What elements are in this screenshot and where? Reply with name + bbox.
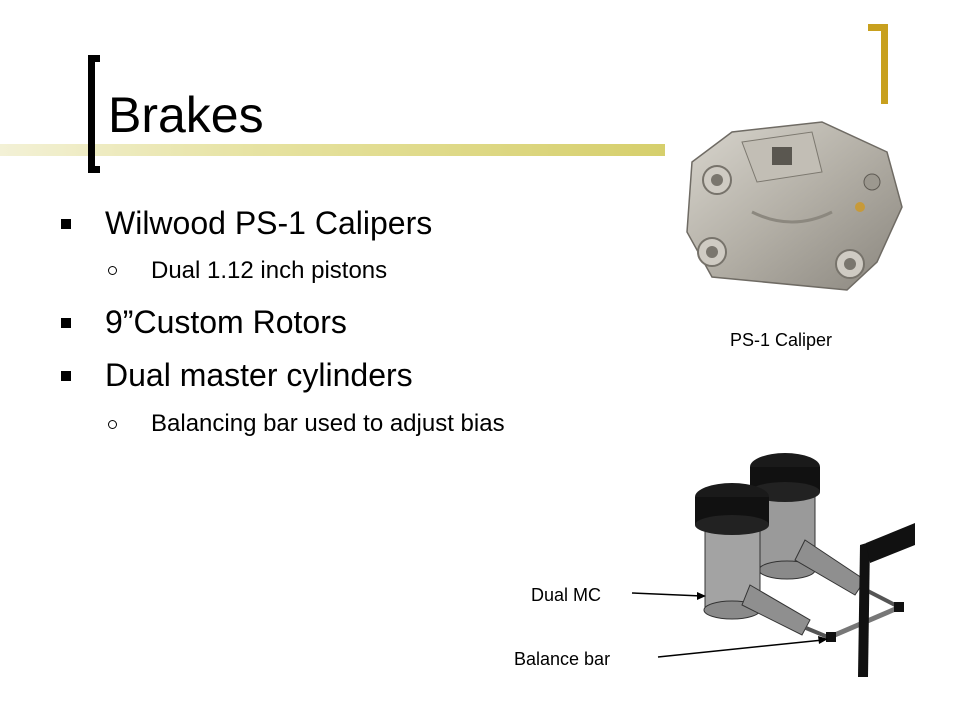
- slide-title: Brakes: [108, 87, 264, 143]
- bullet-calipers: Wilwood PS-1 Calipers: [105, 205, 433, 241]
- dual-mc-label: Dual MC: [531, 585, 602, 605]
- circle-bullet-icon: [108, 266, 117, 275]
- subbullet-pistons: Dual 1.12 inch pistons: [151, 257, 388, 284]
- square-bullet-icon: [61, 318, 71, 328]
- master-cylinder-diagram: [695, 453, 915, 677]
- subbullet-balancing-bar: Balancing bar used to adjust bias: [151, 410, 505, 437]
- square-bullet-icon: [61, 219, 71, 229]
- circle-bullet-icon: [108, 420, 117, 429]
- title-underline-rule: [0, 144, 665, 156]
- bullet-master-cylinders: Dual master cylinders: [105, 357, 413, 393]
- caliper-image: [686, 121, 903, 291]
- square-bullet-icon: [61, 371, 71, 381]
- left-bracket-decoration: [88, 55, 100, 173]
- balance-bar-label: Balance bar: [514, 649, 611, 669]
- bullet-rotors: 9”Custom Rotors: [105, 304, 347, 340]
- caliper-caption: PS-1 Caliper: [730, 330, 833, 350]
- right-bracket-decoration: [868, 24, 888, 104]
